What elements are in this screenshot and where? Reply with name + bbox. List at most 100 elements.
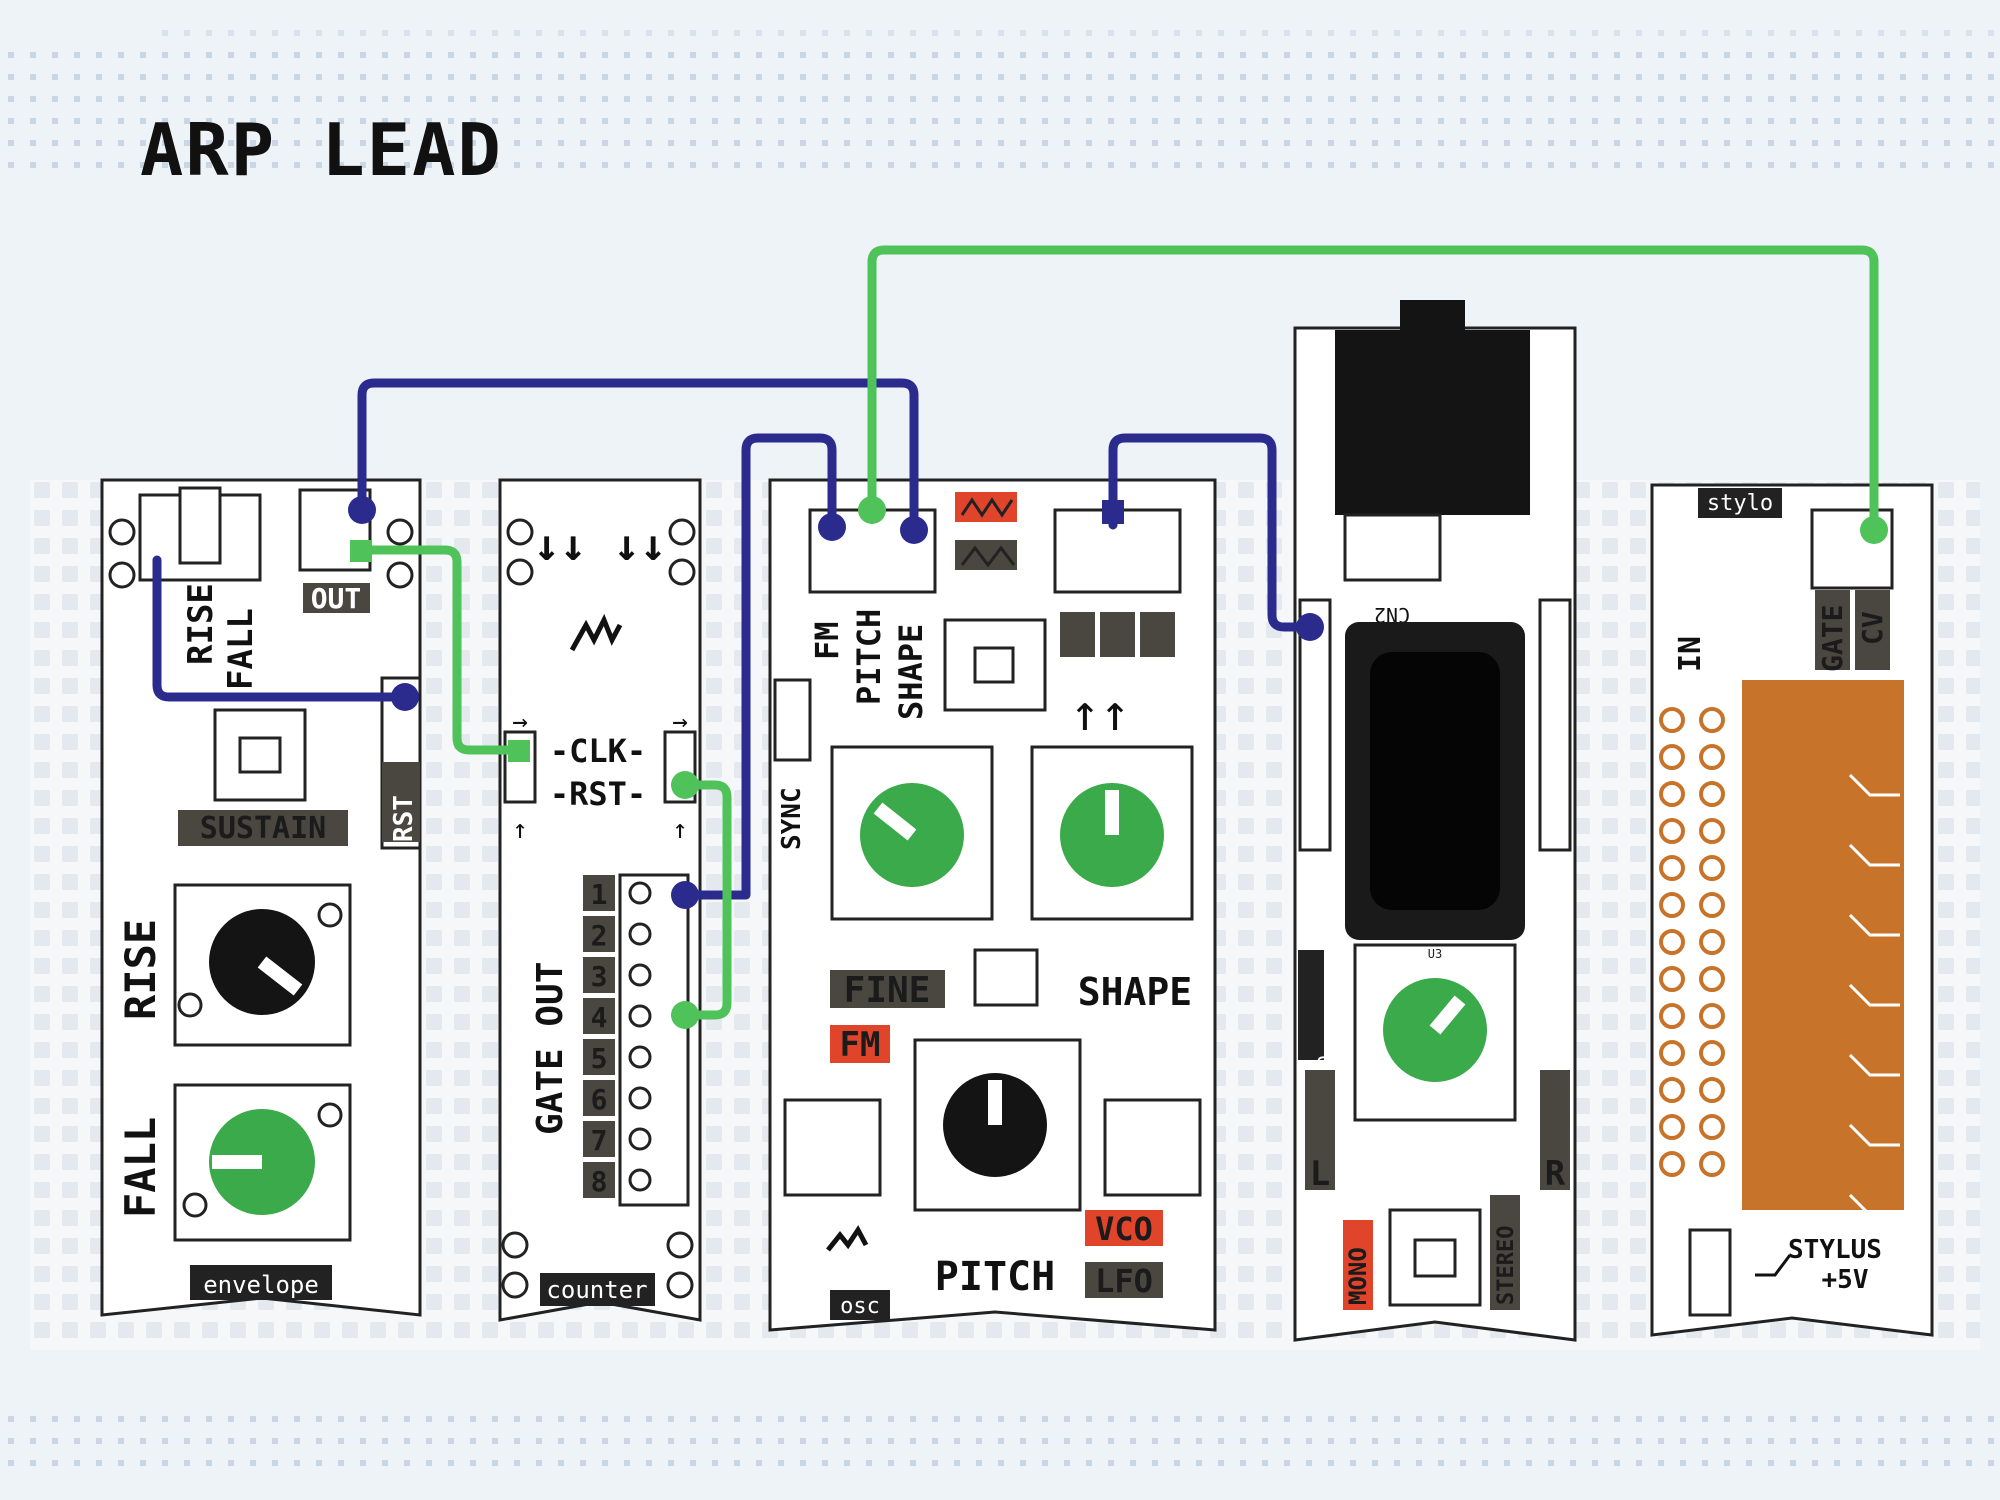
stylo-pad-hole [1699, 707, 1725, 733]
stylo-pad-columns [1659, 707, 1900, 1217]
stylo-pad-hole [1699, 966, 1725, 992]
clk-arrow-icon: → [512, 707, 528, 737]
counter-down-arrows-right: ↓↓ [614, 520, 667, 571]
sustain-label-bg [178, 810, 348, 846]
osc-lfo-label: LFO [1095, 1262, 1153, 1300]
counter-output-jack[interactable] [628, 922, 652, 946]
clk-out-arrow-icon: → [672, 707, 688, 737]
stylo-pad-hole [1659, 781, 1685, 807]
counter-output-number: 2 [591, 919, 608, 952]
background-dot-band-top [0, 40, 2000, 180]
stylo-pad-hole [1659, 855, 1685, 881]
counter-output-badge [583, 1162, 615, 1198]
output-stereo-label: STEREO [1494, 1226, 1519, 1305]
stylo-module: stylo GATE CV IN STYLUS +5V [1650, 483, 1934, 1337]
stylo-pad-hole [1659, 818, 1685, 844]
stylo-pad-hole [1659, 744, 1685, 770]
cable-pitch-to-cv[interactable] [867, 245, 1879, 535]
cable-plugs [348, 496, 1888, 1029]
rst-arrow-icon: ↑ [512, 815, 528, 845]
counter-output-jack[interactable] [628, 1168, 652, 1192]
output-left-label: L [1310, 1154, 1330, 1194]
background-dot-band-edge [160, 20, 2000, 50]
stylo-pad-hole [1699, 1077, 1725, 1103]
stylo-gate-label: GATE [1816, 605, 1849, 672]
osc-fine-label: FINE [844, 970, 931, 1011]
osc-shape-knob-label: SHAPE [1078, 970, 1192, 1014]
stylo-key-divider [1848, 1193, 1900, 1217]
stylo-pad-hole [1659, 1114, 1685, 1140]
counter-output-badge [583, 957, 615, 993]
counter-output-badge [583, 998, 615, 1034]
sustain-switch[interactable] [213, 708, 307, 802]
cable-out-to-shape[interactable] [357, 378, 919, 535]
cable-out-to-clk[interactable] [355, 545, 525, 755]
counter-output-badge [583, 1080, 615, 1116]
output-mono-label: MONO [1344, 1247, 1372, 1305]
stylo-cv-label: CV [1856, 611, 1889, 645]
counter-down-arrows-left: ↓↓ [534, 520, 587, 571]
osc-shape-input-label: SHAPE [892, 624, 930, 720]
envelope-sustain-label: SUSTAIN [200, 811, 326, 846]
output-right-label: R [1545, 1154, 1566, 1194]
counter-output-jack[interactable] [628, 1127, 652, 1151]
stylo-pad-hole [1659, 929, 1685, 955]
osc-pitch-knob-label: PITCH [935, 1254, 1055, 1300]
osc-module-name: osc [840, 1294, 880, 1319]
envelope-module-name: envelope [203, 1271, 319, 1299]
counter-output-jack[interactable] [628, 963, 652, 987]
stylo-pad-hole [1699, 744, 1725, 770]
stylo-pad-hole [1699, 818, 1725, 844]
counter-output-jack[interactable] [628, 1045, 652, 1069]
output-module: CN2 output U3 L R MONO STEREO [1293, 300, 1577, 1342]
cable-sustain-to-rst[interactable] [152, 555, 410, 702]
osc-switch-top[interactable] [943, 618, 1047, 712]
rst-label-bg [382, 762, 420, 842]
cable-rst-to-counter-4[interactable] [680, 780, 732, 1020]
envelope-module: OUT RISE FALL RST SUSTAIN RISE FALL enve… [100, 478, 422, 1317]
osc-fm-label: FM [840, 1025, 881, 1065]
stylo-pad-hole [1699, 892, 1725, 918]
stylo-in-label: IN [1673, 636, 1708, 672]
counter-output-number: 8 [591, 1165, 608, 1198]
cable-shape-to-output[interactable] [1108, 433, 1315, 632]
envelope-rise-knob-label: RISE [116, 919, 165, 1020]
stylo-key-divider [1848, 983, 1900, 1007]
stylo-5v-label: +5V [1822, 1265, 1869, 1295]
audio-jack-icon [1335, 330, 1530, 515]
stylo-pad-hole [1659, 892, 1685, 918]
stylo-module-name: stylo [1707, 491, 1773, 516]
page-title: ARP LEAD [140, 108, 503, 192]
counter-output-number: 5 [591, 1042, 608, 1075]
osc-switch-mid[interactable] [973, 948, 1039, 1007]
stylo-key-divider [1848, 1123, 1900, 1147]
counter-output-jack[interactable] [628, 881, 652, 905]
stylo-key-divider [1848, 913, 1900, 937]
stylo-stylus-label: STYLUS [1788, 1235, 1882, 1265]
stylo-pad-hole [1659, 1040, 1685, 1066]
counter-output-number: 7 [591, 1124, 608, 1157]
stylo-pad-hole [1699, 929, 1725, 955]
counter-logo-icon [569, 613, 623, 652]
counter-output-jack[interactable] [628, 1004, 652, 1028]
osc-pitch-input-label: PITCH [850, 609, 888, 705]
envelope-rise-pin-label: RISE [181, 583, 221, 665]
counter-module-name: counter [546, 1276, 647, 1304]
counter-output-badge [583, 916, 615, 952]
stylo-pad-hole [1699, 1003, 1725, 1029]
counter-output-number: 1 [591, 878, 608, 911]
envelope-rst-label: RST [389, 795, 419, 842]
stylus-keyboard[interactable] [1742, 680, 1904, 1210]
cable-fm-to-counter-1[interactable] [680, 433, 837, 900]
osc-vco-label: VCO [1095, 1210, 1153, 1248]
counter-output-jack[interactable] [628, 1086, 652, 1110]
mono-stereo-switch[interactable] [1388, 1208, 1482, 1307]
stylo-pad-hole [1659, 1151, 1685, 1177]
osc-sync-label: SYNC [777, 787, 807, 850]
osc-logo-icon [826, 1225, 869, 1252]
stylo-key-divider [1848, 1053, 1900, 1077]
envelope-out-label: OUT [311, 582, 362, 615]
osc-module: ↑↑ FM PITCH SHAPE SYNC FINE FM SHAPE PIT… [768, 478, 1217, 1332]
